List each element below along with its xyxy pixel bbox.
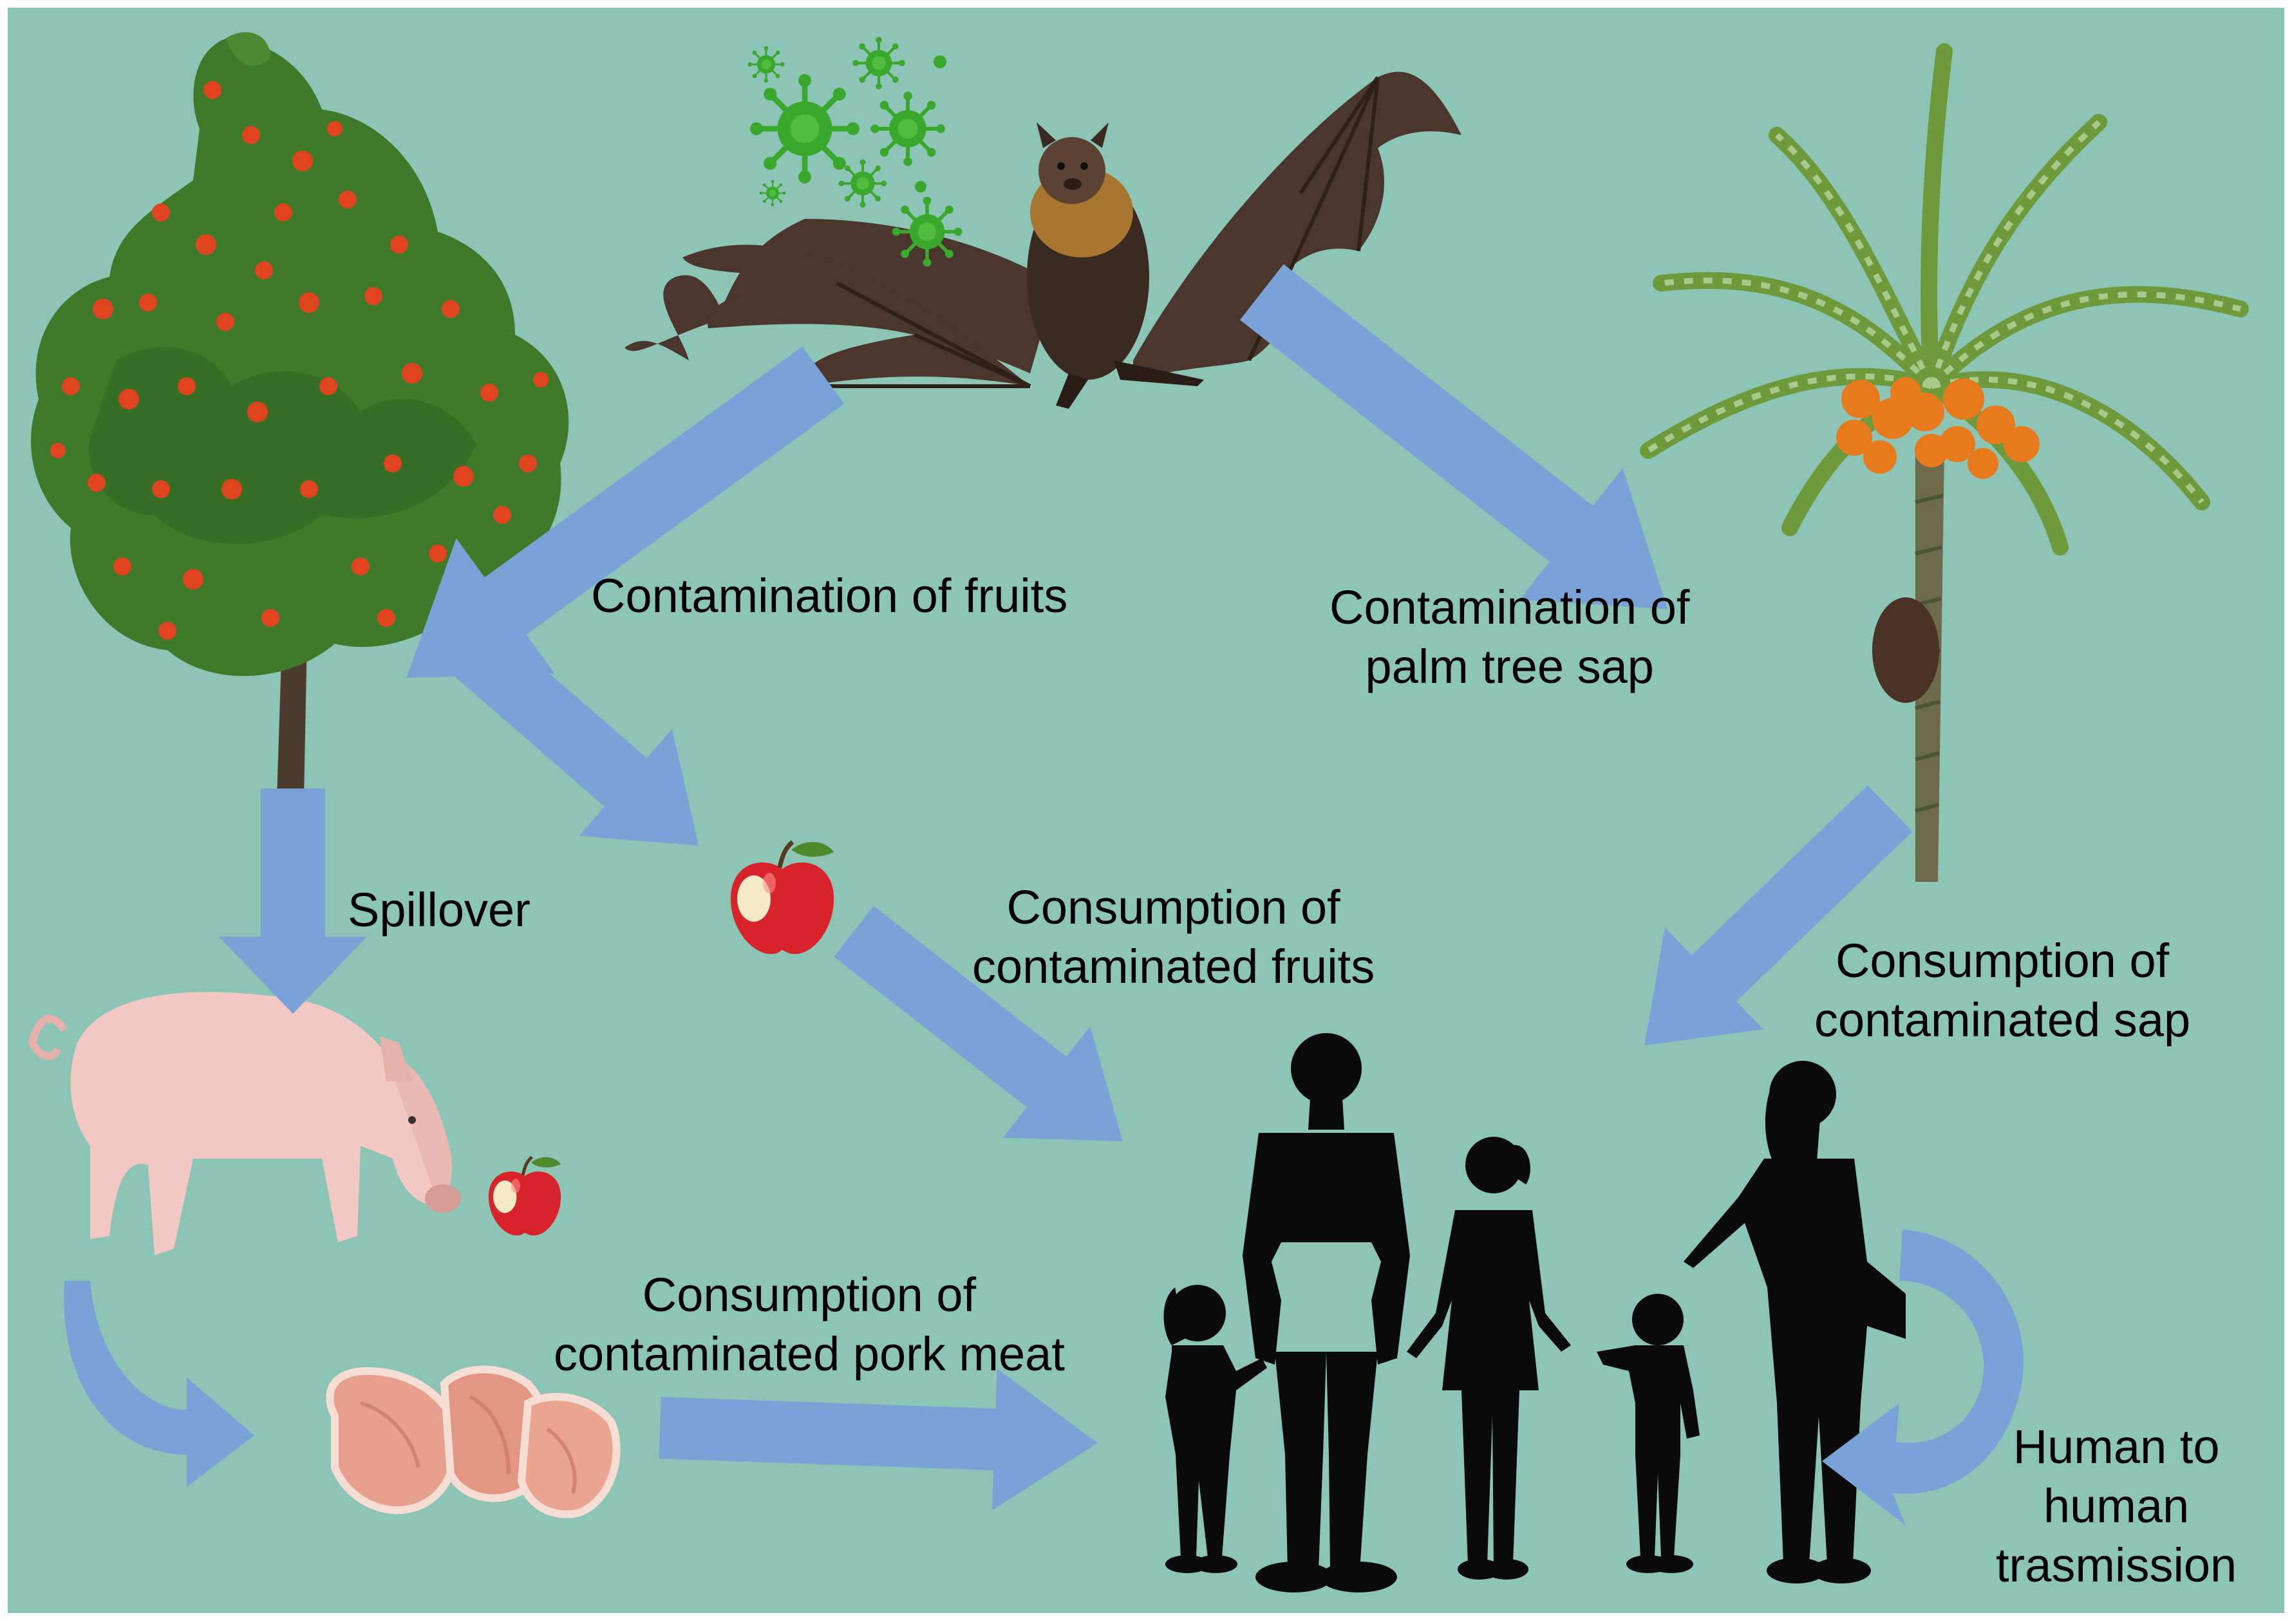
- label-line: contaminated sap: [1814, 993, 2191, 1047]
- bat-head: [1038, 137, 1105, 204]
- label-line: Human to: [2013, 1420, 2220, 1473]
- arrow-bat-to-palm: [1239, 264, 1668, 610]
- virus-icon: [852, 37, 905, 89]
- label-consumption-fruits: Consumption of contaminated fruits: [972, 878, 1375, 996]
- virus-icon: [750, 74, 860, 183]
- label-consumption-pork: Consumption of contaminated pork meat: [554, 1265, 1065, 1384]
- label-contamination-fruits: Contamination of fruits: [591, 566, 1067, 626]
- palm-tree-icon: [1640, 43, 2249, 882]
- label-line: human: [2043, 1479, 2190, 1533]
- fruit-tree-icon: [31, 32, 569, 798]
- pig-icon: [28, 992, 461, 1255]
- virus-icon: [870, 91, 945, 166]
- virus-icon: [758, 179, 787, 207]
- virus-icon: [892, 197, 963, 267]
- label-line: contaminated fruits: [972, 940, 1375, 993]
- label-line: trasmission: [1996, 1538, 2237, 1592]
- label-contamination-sap: Contamination of palm tree sap: [1329, 578, 1689, 696]
- arrow-tree-to-apple: [420, 597, 699, 846]
- arrow-bat-to-fruits: [406, 346, 844, 678]
- label-line: contaminated pork meat: [554, 1327, 1065, 1381]
- virus-cluster: [746, 37, 963, 267]
- label-spillover: Spillover: [348, 881, 531, 940]
- arrow-spillover: [219, 789, 367, 1014]
- cycle-arrow-icon: [1822, 1229, 2024, 1526]
- arrow-palm-to-humans: [1644, 785, 1913, 1046]
- label-line: Spillover: [348, 883, 531, 937]
- label-consumption-sap: Consumption of contaminated sap: [1814, 931, 2190, 1050]
- cycle-arrow-icon: [64, 1281, 254, 1487]
- label-line: Consumption of: [1006, 881, 1340, 934]
- label-line: Consumption of: [1835, 934, 2170, 987]
- label-line: Consumption of: [642, 1268, 977, 1321]
- label-line: palm tree sap: [1365, 640, 1654, 693]
- label-line: Contamination of fruits: [591, 569, 1068, 622]
- virus-icon: [746, 44, 786, 84]
- virus-icon: [837, 158, 888, 209]
- arrow-pork-to-humans: [659, 1368, 1098, 1511]
- label-line: Contamination of: [1329, 581, 1690, 634]
- arrow-apple-to-humans: [834, 906, 1123, 1142]
- pork-meat-icon: [326, 1365, 621, 1518]
- sap-pot: [1872, 597, 1939, 703]
